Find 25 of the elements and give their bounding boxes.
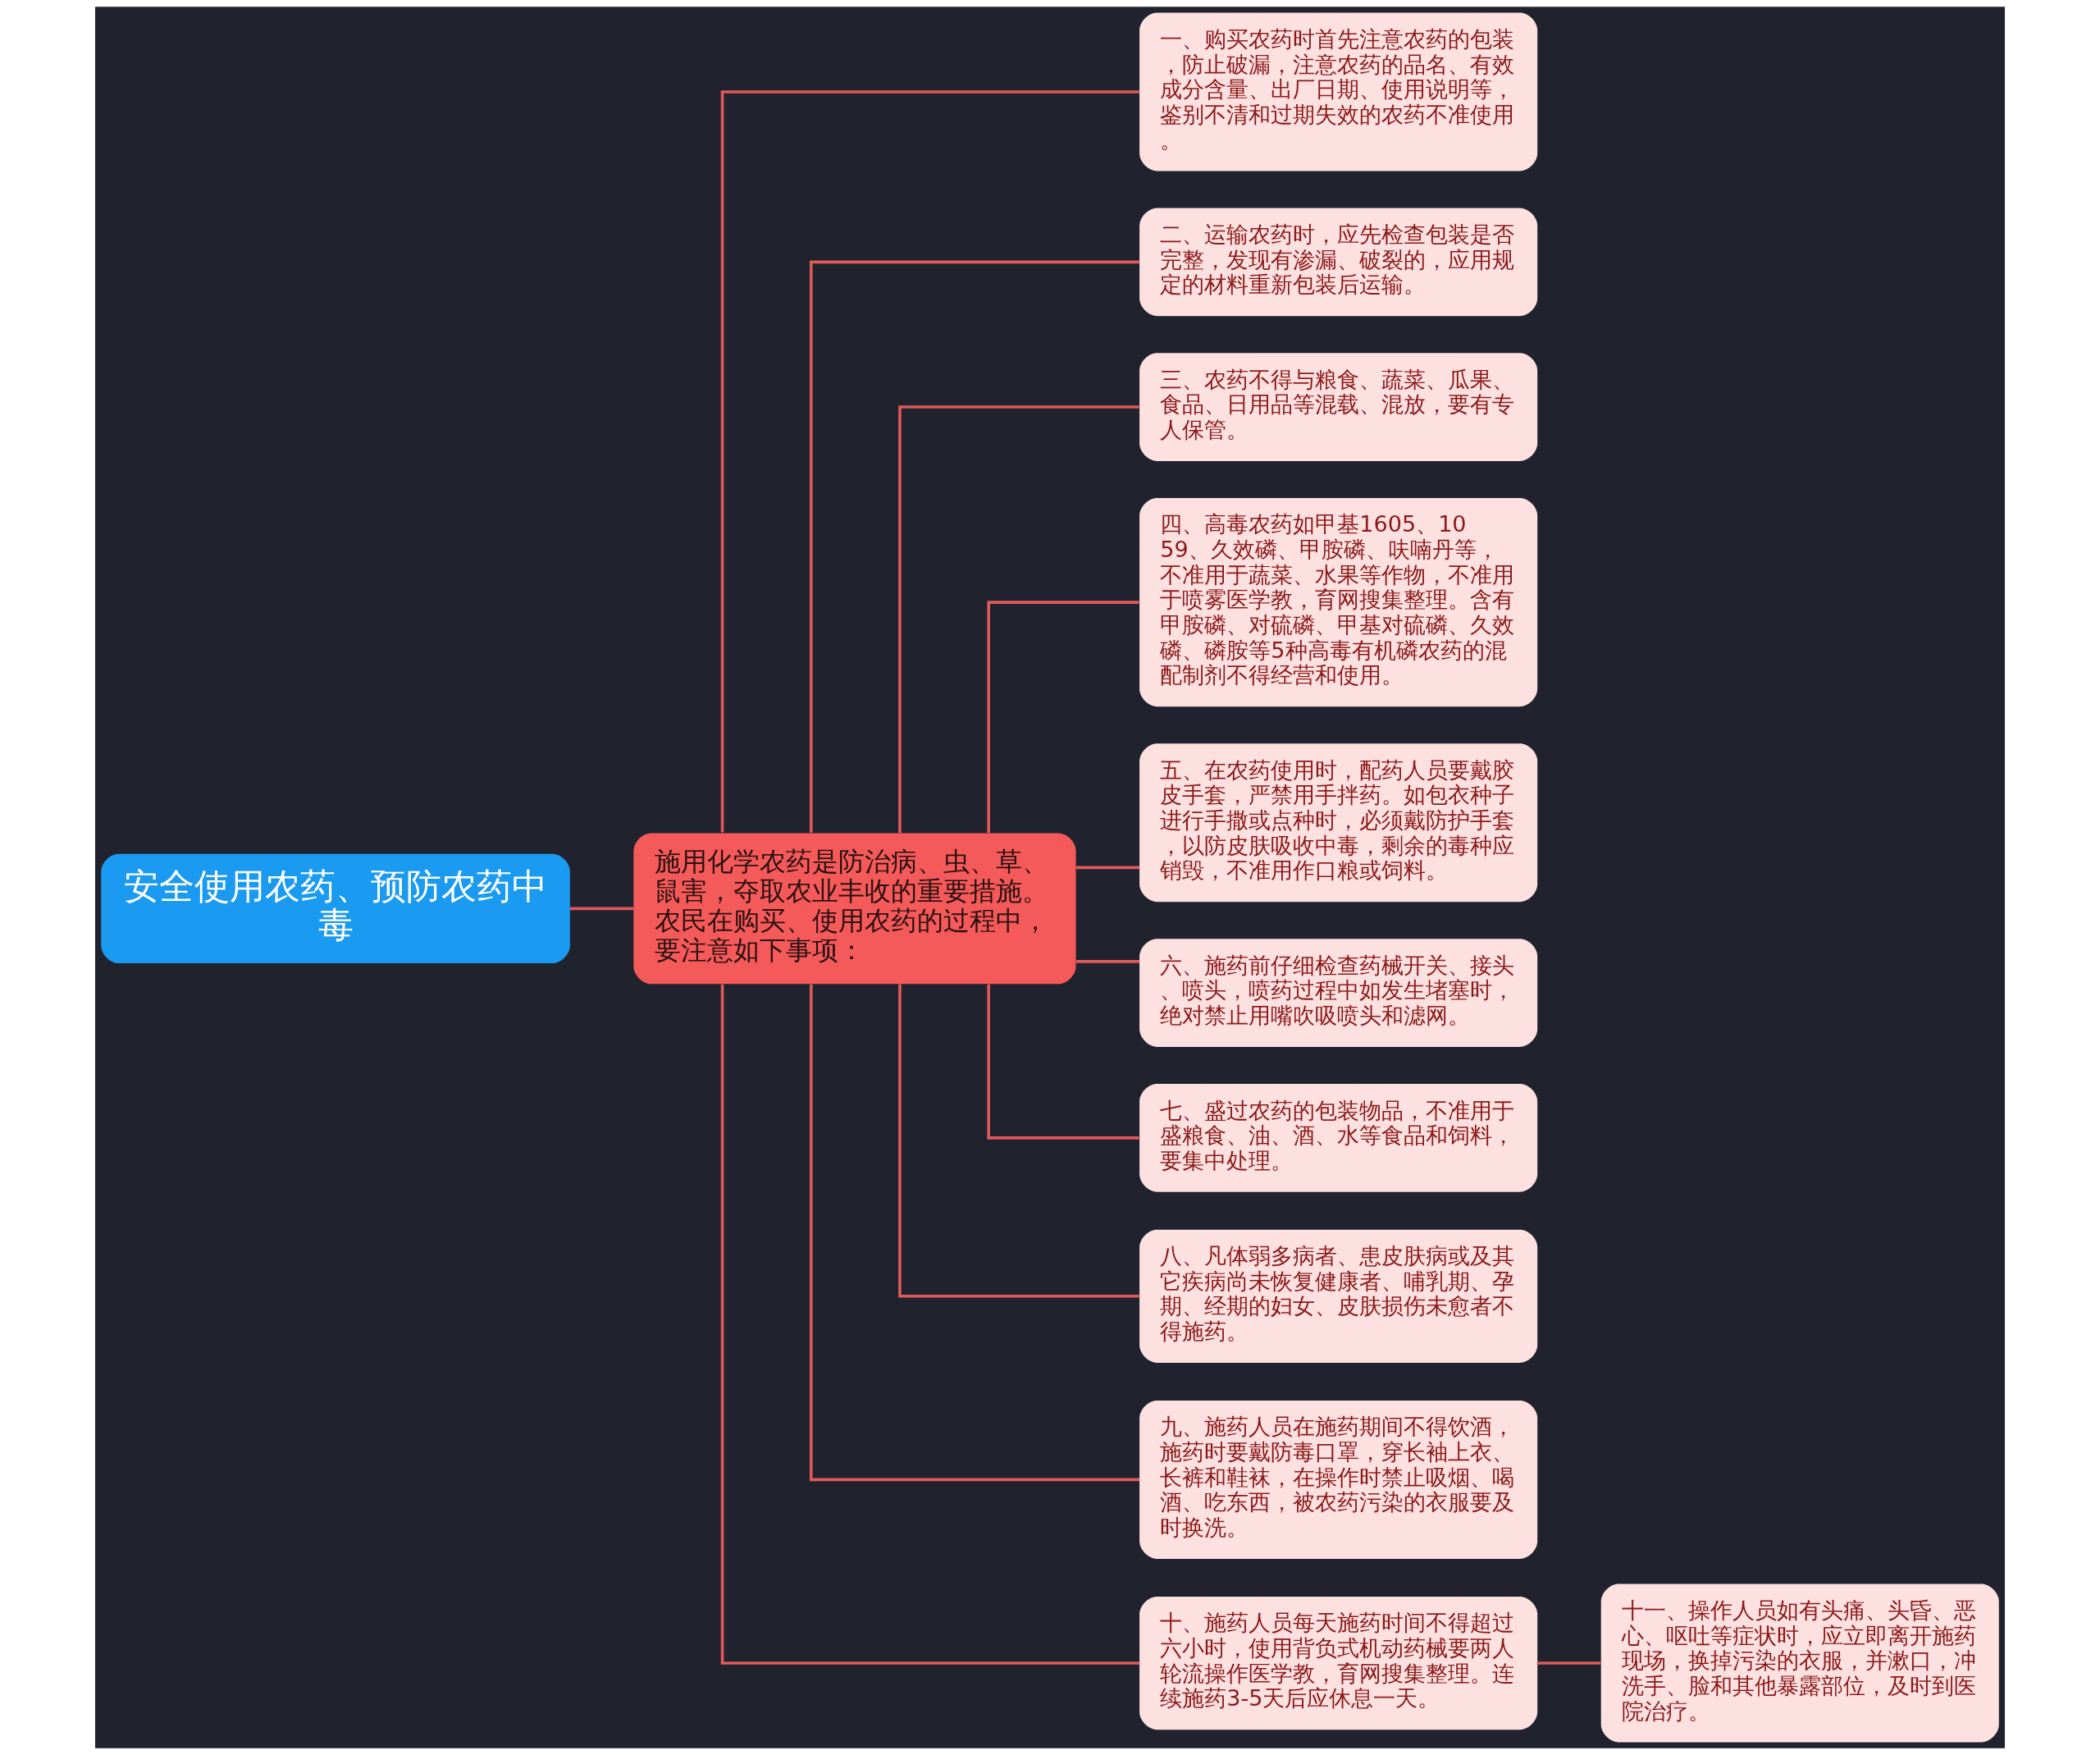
node-box: 施用化学农药是防治病、虫、草、鼠害，夺取农业丰收的重要措施。农民在购买、使用农药的过程中，要注意如下事项： [633, 833, 1076, 985]
connector [898, 984, 1139, 1298]
node-box: 十、施药人员每天施药时间不得超过六小时，使用背负式机动药械要两人轮流操作医学教，育网搜集整理。连续施药3-5天后应休息一天。 [1139, 1596, 1538, 1730]
node-box: 三、农药不得与粮食、蔬菜、瓜果、食品、日用品等混载、混放，要有专人保管。 [1139, 353, 1538, 461]
connector [987, 984, 1139, 1140]
node-box: 一、购买农药时首先注意农药的包装，防止破漏，注意农药的品名、有效成分含量、出厂日期、使用说明等，鉴别不清和过期失效的农药不准使用。 [1139, 12, 1538, 171]
connector [569, 907, 634, 911]
node-box: 五、在农药使用时，配药人员要戴胶皮手套，严禁用手拌药。如包衣种子进行手撒或点种时，必须戴防护手套，以防皮肤吸收中毒，剩余的毒种应销毁，不准用作口粮或饲料。 [1139, 743, 1538, 903]
node-box: 八、凡体弱多病者、患皮肤病或及其它疾病尚未恢复健康者、哺乳期、孕期、经期的妇女、皮肤损伤未愈者不得施药。 [1139, 1229, 1538, 1363]
node-box: 六、施药前仔细检查药械开关、接头、喷头，喷药过程中如发生堵塞时，绝对禁止用嘴吹吸喷头和滤网。 [1139, 939, 1538, 1047]
connector [1537, 1661, 1601, 1665]
connector [987, 601, 1139, 834]
connector [898, 405, 1139, 834]
node-box: 二、运输农药时，应先检查包装是否完整，发现有渗漏、破裂的，应用规定的材料重新包装后运输。 [1139, 208, 1538, 317]
connector [720, 984, 1139, 1665]
connector [1075, 960, 1140, 963]
node-box: 安全使用农药、预防农药中毒 [101, 853, 570, 964]
connector [809, 984, 1140, 1482]
node-box: 十一、操作人员如有头痛、头昏、恶心、呕吐等症状时，应立即离开施药现场，换掉污染的衣服，并漱口，冲洗手、脸和其他暴露部位，及时到医院治疗。 [1600, 1584, 1999, 1743]
node-box: 九、施药人员在施药期间不得饮酒，施药时要戴防毒口罩，穿长袖上衣、长裤和鞋袜，在操作时禁止吸烟、喝酒、吃东西，被农药污染的衣服要及时换洗。 [1139, 1400, 1538, 1559]
connector [1075, 866, 1140, 870]
node-box: 四、高毒农药如甲基1605、1059、久效磷、甲胺磷、呋喃丹等，不准用于蔬菜、水果等作物，不准用于喷雾医学教，育网搜集整理。含有甲胺磷、对硫磷、甲基对硫磷、久效磷、磷胺等5种高毒有机磷农药的混配制剂不得经营和使用。 [1139, 497, 1538, 707]
connector [809, 260, 1140, 833]
node-box: 七、盛过农药的包装物品，不准用于盛粮食、油、酒、水等食品和饲料，要集中处理。 [1139, 1084, 1538, 1192]
connector [720, 90, 1139, 833]
